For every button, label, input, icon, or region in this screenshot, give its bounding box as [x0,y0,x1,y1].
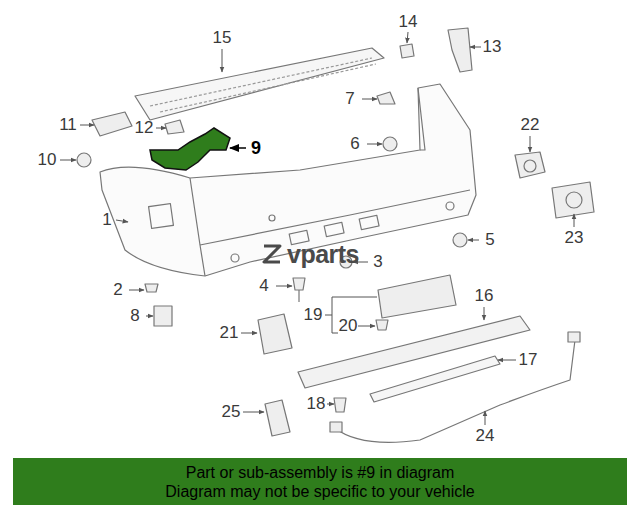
callout-number: 17 [519,351,538,369]
callout-number: 23 [565,229,584,247]
callout-number: 2 [113,281,122,299]
callout-number: 11 [59,116,77,134]
callout-number: 13 [483,38,502,56]
band-text: Diagram may not be specific to your vehi… [165,482,474,501]
info-band: Part or sub-assembly is #9 in diagramDia… [13,458,627,505]
watermark: vparts [287,241,359,267]
callout-number: 6 [350,135,359,153]
callout-number: 24 [476,427,495,445]
callout-number: 9 [251,139,261,157]
callout-number: 16 [475,287,494,305]
callout-number: 10 [38,151,57,169]
callout-number: 19 [304,306,323,324]
callout-number: 21 [220,324,239,342]
callout-number: 18 [307,395,326,413]
callout-number: 1 [102,211,111,229]
callout-number: 12 [135,119,154,137]
callout-number: 5 [485,231,494,249]
callout-number: 22 [521,116,540,134]
callout-number: 8 [130,307,139,325]
callout-number: 25 [222,403,241,421]
callout-number: 7 [345,90,354,108]
callout-number: 15 [213,29,232,47]
callout-number: 4 [259,277,268,295]
callout-number: 3 [373,253,382,271]
callout-number: 20 [339,317,358,335]
callout-number: 14 [399,13,418,31]
band-text: Part or sub-assembly is #9 in diagram [186,463,455,482]
